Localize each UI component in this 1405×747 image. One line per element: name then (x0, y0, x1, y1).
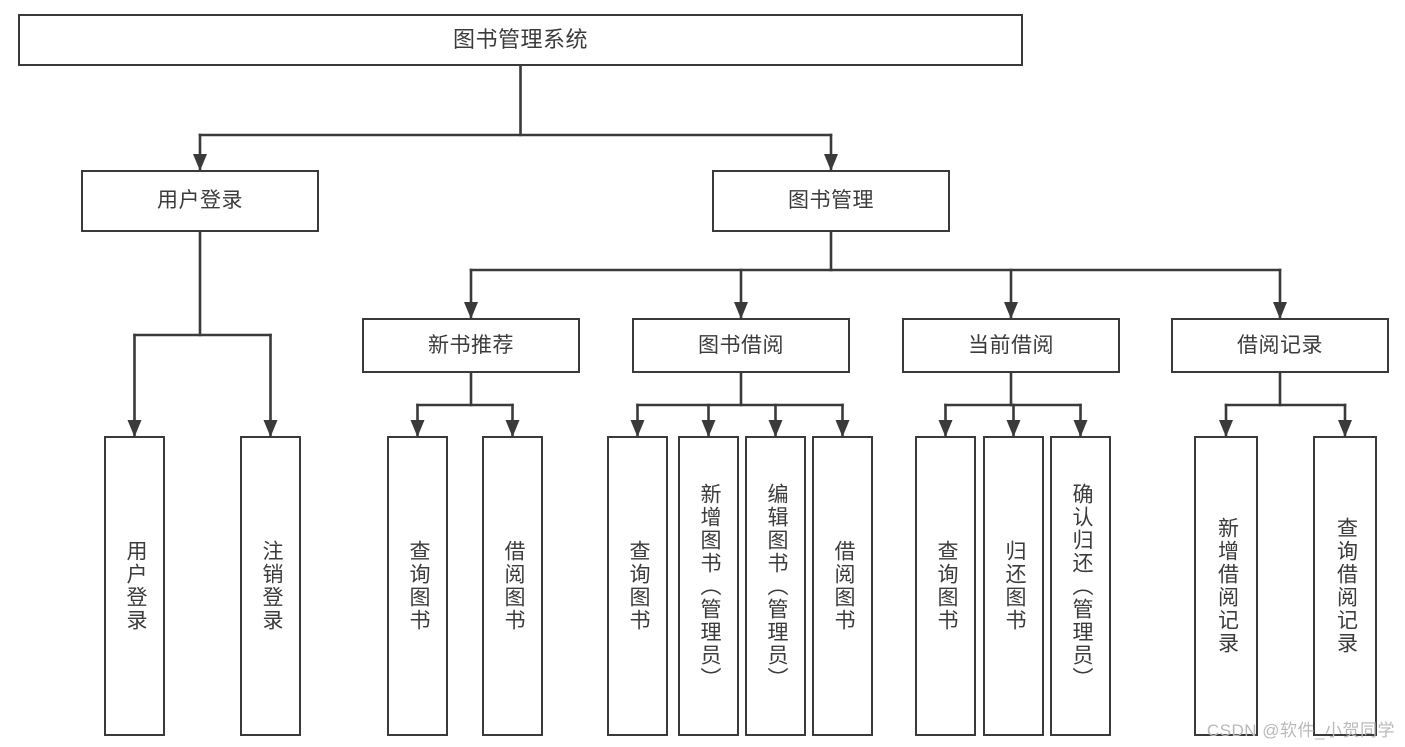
node-current-borrow[interactable]: 当前借阅 (902, 318, 1120, 373)
node-new-book-recommend[interactable]: 新书推荐 (362, 318, 580, 373)
leaf-label-query-book-2: 查询图书 (626, 540, 650, 632)
leaf-borrow-book-1[interactable]: 借阅图书 (482, 436, 543, 736)
node-book-borrow[interactable]: 图书借阅 (632, 318, 850, 373)
node-label-borrow-record: 借阅记录 (1237, 333, 1323, 357)
leaf-label-query-borrow-record: 查询借阅记录 (1334, 517, 1358, 655)
leaf-label-query-book-3: 查询图书 (934, 540, 958, 632)
leaf-label-confirm-return: 确认归还（管理员） (1069, 482, 1093, 690)
leaf-query-borrow-record[interactable]: 查询借阅记录 (1313, 436, 1377, 736)
leaf-label-borrow-book-1: 借阅图书 (501, 540, 525, 632)
leaf-return-book[interactable]: 归还图书 (983, 436, 1044, 736)
node-borrow-record[interactable]: 借阅记录 (1171, 318, 1389, 373)
node-label-root: 图书管理系统 (452, 26, 588, 52)
leaf-user-login[interactable]: 用户登录 (104, 436, 165, 736)
node-label-user-login: 用户登录 (157, 189, 243, 213)
node-label-current-borrow: 当前借阅 (968, 333, 1054, 357)
leaf-label-logout: 注销登录 (259, 540, 283, 632)
leaf-query-book-3[interactable]: 查询图书 (915, 436, 976, 736)
leaf-add-borrow-record[interactable]: 新增借阅记录 (1194, 436, 1258, 736)
leaf-query-book-2[interactable]: 查询图书 (607, 436, 668, 736)
leaf-label-add-book: 新增图书（管理员） (697, 482, 721, 690)
watermark: CSDN @软件_小贺同学 (1206, 721, 1395, 740)
leaf-add-book[interactable]: 新增图书（管理员） (678, 436, 739, 736)
node-label-new-book-recommend: 新书推荐 (428, 333, 514, 357)
leaf-label-return-book: 归还图书 (1002, 540, 1026, 632)
leaf-label-user-login: 用户登录 (123, 540, 147, 632)
node-user-login[interactable]: 用户登录 (81, 170, 319, 232)
node-label-book-borrow: 图书借阅 (698, 333, 784, 357)
leaf-confirm-return[interactable]: 确认归还（管理员） (1050, 436, 1111, 736)
node-book-management[interactable]: 图书管理 (712, 170, 950, 232)
leaf-label-edit-book: 编辑图书（管理员） (764, 482, 788, 690)
leaf-label-query-book-1: 查询图书 (406, 540, 430, 632)
leaf-edit-book[interactable]: 编辑图书（管理员） (745, 436, 806, 736)
node-root[interactable]: 图书管理系统 (18, 14, 1023, 66)
leaf-logout[interactable]: 注销登录 (240, 436, 301, 736)
leaf-query-book-1[interactable]: 查询图书 (387, 436, 448, 736)
leaf-borrow-book-2[interactable]: 借阅图书 (812, 436, 873, 736)
node-label-book-management: 图书管理 (788, 189, 874, 213)
leaf-label-add-borrow-record: 新增借阅记录 (1215, 517, 1239, 655)
leaf-label-borrow-book-2: 借阅图书 (831, 540, 855, 632)
